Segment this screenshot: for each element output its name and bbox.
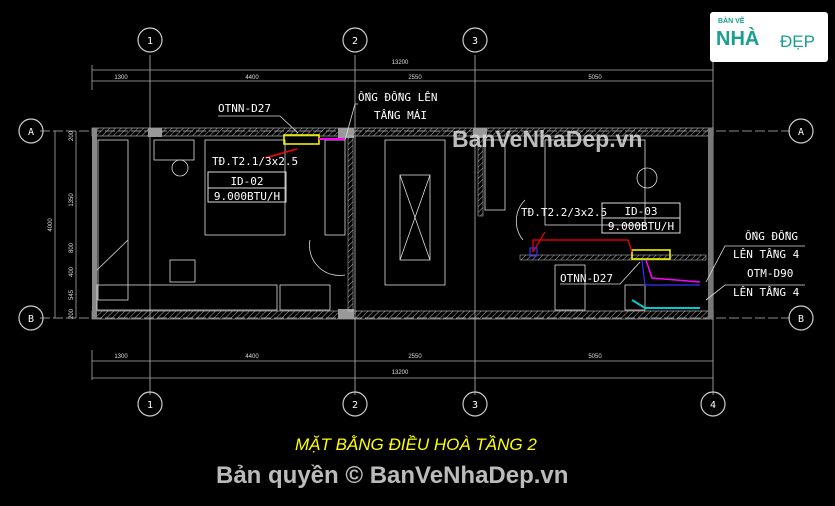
dim-top-1: 1300 <box>114 75 128 81</box>
dim-top-total: 13200 <box>392 60 409 66</box>
walls <box>91 127 714 320</box>
furniture <box>96 139 658 311</box>
dim-left-total: 4000 <box>48 218 54 232</box>
tag-btu-left: 9.000BTU/H <box>214 190 280 203</box>
label-otm-2: LÊN TẦNG 4 <box>733 286 800 299</box>
dim-bottom-3: 2550 <box>408 354 422 360</box>
power-line-right <box>532 239 633 253</box>
label-td-right: TĐ.T2.2/3x2.5 <box>521 206 607 219</box>
dim-bottom-1: 1300 <box>114 354 128 360</box>
dim-bottom-2: 4400 <box>245 354 259 360</box>
grid-lines <box>40 55 790 395</box>
label-ong-dong-mai-2: TẦNG MÁI <box>374 109 427 122</box>
ac-equipment <box>264 134 701 309</box>
unit-tags: ID-02 9.000BTU/H ID-03 9.000BTU/H <box>207 171 681 234</box>
label-otm-1: OTM-D90 <box>747 267 793 280</box>
label-ong-dong-mai-1: ỐNG ĐỒNG LÊN <box>358 91 437 104</box>
dim-left-2: 1350 <box>69 193 75 207</box>
logo-big-text: NHÀ <box>716 28 760 50</box>
grid-label-b-left: B <box>28 314 34 325</box>
tag-btu-right: 9.000BTU/H <box>608 220 674 233</box>
copper-pipe-right <box>645 259 701 283</box>
grid-label-2-bottom: 2 <box>352 400 358 411</box>
label-td-left: TĐ.T2.1/3x2.5 <box>212 155 298 168</box>
dim-top-2: 4400 <box>245 75 259 81</box>
drawing-title: MẶT BẰNG ĐIỀU HOÀ TẦNG 2 <box>295 435 537 454</box>
grid-label-a-right: A <box>798 127 804 138</box>
dim-left-5: 545 <box>69 289 75 300</box>
watermark-bottom: Bản quyền © BanVeNhaDep.vn <box>216 462 569 489</box>
dim-left-4: 400 <box>69 266 75 277</box>
logo-small-text: BẢN VẼ <box>718 18 745 25</box>
indoor-unit-id02 <box>283 134 320 145</box>
grid-label-4-bottom: 4 <box>710 400 716 411</box>
dim-bottom-total: 13200 <box>392 370 409 376</box>
tag-id02: ID-02 <box>230 175 263 188</box>
grid-label-1-bottom: 1 <box>147 400 153 411</box>
label-ong-dong-t4-1: ỐNG ĐỒNG <box>745 230 798 243</box>
grid-label-b-right: B <box>798 314 804 325</box>
label-otnn-right: OTNN-D27 <box>560 272 613 285</box>
label-ong-dong-t4-2: LÊN TẦNG 4 <box>733 248 800 261</box>
label-otnn-left: OTNN-D27 <box>218 102 271 115</box>
power-outlet-icon <box>529 247 538 257</box>
indoor-unit-id03 <box>631 249 671 260</box>
dim-top-4: 5050 <box>588 75 602 81</box>
grid-label-1-top: 1 <box>147 36 153 47</box>
dimension-lines <box>54 65 713 380</box>
grid-bubbles <box>18 27 814 417</box>
power-line-left <box>264 148 298 159</box>
dim-bottom-4: 5050 <box>588 354 602 360</box>
tag-id03: ID-03 <box>624 205 657 218</box>
grid-label-a-left: A <box>28 127 34 138</box>
watermark-center: BanVeNhaDep.vn <box>452 126 643 152</box>
dim-left-1: 200 <box>69 130 75 141</box>
grid-label-3-bottom: 3 <box>472 400 478 411</box>
grid-label-2-top: 2 <box>352 36 358 47</box>
dim-left-6: 200 <box>69 308 75 319</box>
leader-lines <box>218 103 805 301</box>
drain-pipe-cyan <box>631 299 700 309</box>
drain-pipe-blue <box>641 259 700 286</box>
logo-dep-text: ĐẸP <box>780 32 815 51</box>
dim-top-3: 2550 <box>408 75 422 81</box>
brand-logo: BẢN VẼ NHÀ ĐẸP <box>710 12 828 62</box>
dim-left-3: 800 <box>69 242 75 253</box>
grid-label-3-top: 3 <box>472 36 478 47</box>
